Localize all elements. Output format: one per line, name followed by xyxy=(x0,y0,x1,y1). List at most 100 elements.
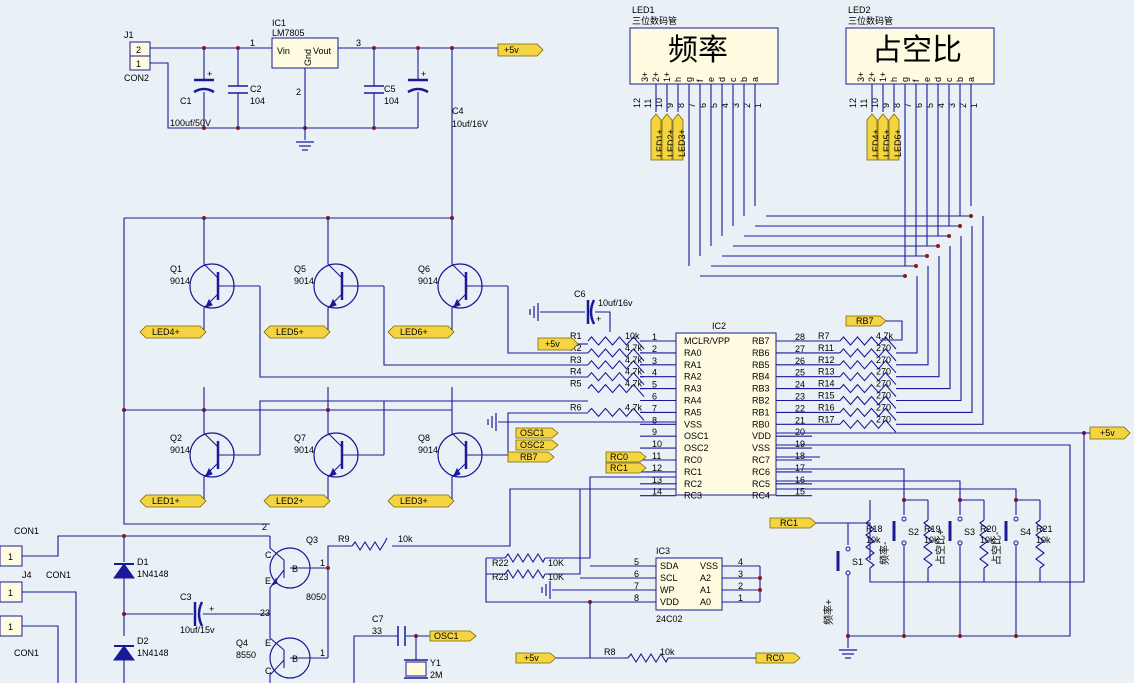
digit-net-label: LED6+ xyxy=(893,129,903,157)
c1-val: 100uf/50V xyxy=(170,118,211,128)
mcu-pin-name: OSC1 xyxy=(684,431,709,441)
led1-ref: LED1 xyxy=(632,5,655,15)
mcu-right-resistor-val: 270 xyxy=(876,379,891,389)
c5-val: 104 xyxy=(384,96,399,106)
eeprom-pin-name: A1 xyxy=(700,585,711,595)
net-rc1-mcu: RC1 xyxy=(610,463,628,473)
display-pin-number: 4 xyxy=(720,103,730,108)
transistor-part: 9014 xyxy=(418,445,438,455)
svg-text:1: 1 xyxy=(320,648,325,658)
q4-part: 8550 xyxy=(236,650,256,660)
eeprom-pin-name: SDA xyxy=(660,561,679,571)
mcu-pin-name: RC6 xyxy=(752,467,770,477)
mcu-right-resistor-ref: R14 xyxy=(818,379,835,389)
mcu-pin-name: RC5 xyxy=(752,479,770,489)
transistor-part: 9014 xyxy=(294,276,314,286)
mcu-pin-number: 13 xyxy=(652,475,662,485)
emitter-net-label: LED5+ xyxy=(276,327,304,337)
button-resistor-ref: R19 xyxy=(924,524,941,534)
transistor-part: 9014 xyxy=(294,445,314,455)
display-pin-name: 3+ xyxy=(640,72,650,82)
button-resistor-val: 10k xyxy=(924,535,939,545)
mcu-pin-number: 14 xyxy=(652,487,662,497)
c2-val: 104 xyxy=(250,96,265,106)
mcu-pin-number: 27 xyxy=(795,344,805,354)
transistor-ref: Q2 xyxy=(170,433,182,443)
mcu-left-resistor-ref: R6 xyxy=(570,402,582,412)
emitter-net-label: LED1+ xyxy=(152,496,180,506)
display-pin-number: 3 xyxy=(731,103,741,108)
transistor-part: 9014 xyxy=(170,276,190,286)
button-ref: S4 xyxy=(1020,527,1031,537)
display-pin-name: 3+ xyxy=(856,72,866,82)
eeprom-pin-number: 8 xyxy=(634,593,639,603)
display-pin-name: b xyxy=(739,77,749,82)
net-osc1-input: OSC1 xyxy=(434,631,459,641)
button-wiring: RC1 xyxy=(769,456,1017,659)
svg-text:E: E xyxy=(265,576,271,586)
display-pin-name: g xyxy=(684,77,694,82)
c6-val: 10uf/16v xyxy=(598,298,633,308)
mcu-right-resistor-val: 270 xyxy=(876,402,891,412)
ic1-gnd: Gnd xyxy=(303,49,313,66)
svg-text:C: C xyxy=(265,550,272,560)
svg-text:23: 23 xyxy=(260,608,270,618)
mcu-pin-name: RC2 xyxy=(684,479,702,489)
mcu-left-resistor-val: 10k xyxy=(625,331,640,341)
mcu-pin-name: RA1 xyxy=(684,360,702,370)
mcu-right-resistor-ref: R11 xyxy=(818,343,834,353)
c7-val: 33 xyxy=(372,626,382,636)
svg-text:+: + xyxy=(209,604,214,614)
button-resistor-val: 10k xyxy=(1036,535,1051,545)
display-pin-number: 5 xyxy=(709,103,719,108)
mcu-pin-name: RC1 xyxy=(684,467,702,477)
d2-ref: D2 xyxy=(137,636,149,646)
eeprom-pin-name: VSS xyxy=(700,561,718,571)
display-pin-name: h xyxy=(673,77,683,82)
display-pin-name: c xyxy=(728,77,738,82)
mcu-pin-name: RA5 xyxy=(684,407,702,417)
net-vcc-r8: +5v xyxy=(524,653,539,663)
mcu-right-resistor-val: 270 xyxy=(876,367,891,377)
mcu-right-resistor-val: 270 xyxy=(876,343,891,353)
c2-ref: C2 xyxy=(250,84,262,94)
button-ref: S2 xyxy=(908,527,919,537)
mcu-pin-number: 7 xyxy=(652,403,657,413)
digit-net-label: LED2+ xyxy=(666,129,676,157)
transistor-ref: Q1 xyxy=(170,264,182,274)
mcu-pin-number: 16 xyxy=(795,475,805,485)
display-pin-name: b xyxy=(955,77,965,82)
ic3-ref: IC3 xyxy=(656,546,670,556)
display-pin-name: d xyxy=(933,77,943,82)
mcu-right-resistor-val: 270 xyxy=(876,355,891,365)
mcu-left-resistor-val: 4.7k xyxy=(625,355,643,365)
button-resistor-ref: R18 xyxy=(866,524,883,534)
mcu-pin-number: 19 xyxy=(795,439,805,449)
c3-ref: C3 xyxy=(180,592,192,602)
eeprom-pin-number: 6 xyxy=(634,569,639,579)
mcu-pin-number: 8 xyxy=(652,415,657,425)
button-resistor-ref: R21 xyxy=(1036,524,1053,534)
mcu-pin-name: OSC2 xyxy=(684,443,709,453)
mcu-left-resistor-val: 4.7k xyxy=(625,379,643,389)
button-label: 占空比- xyxy=(990,532,1003,565)
display-pin-number: 10 xyxy=(654,98,664,108)
svg-text:+: + xyxy=(207,69,212,79)
emitter-net-label: LED3+ xyxy=(400,496,428,506)
mcu-pin-name: RC0 xyxy=(684,455,702,465)
mcu-right-resistor-ref: R16 xyxy=(818,402,835,412)
display-pin-number: 1 xyxy=(753,103,763,108)
mcu-pin-number: 9 xyxy=(652,427,657,437)
ic3-body xyxy=(655,557,723,611)
net-rc0-r8: RC0 xyxy=(766,653,784,663)
display-pin-number: 2 xyxy=(958,103,968,108)
eeprom-pin-number: 1 xyxy=(738,593,743,603)
ic1-ref: IC1 xyxy=(272,18,286,28)
